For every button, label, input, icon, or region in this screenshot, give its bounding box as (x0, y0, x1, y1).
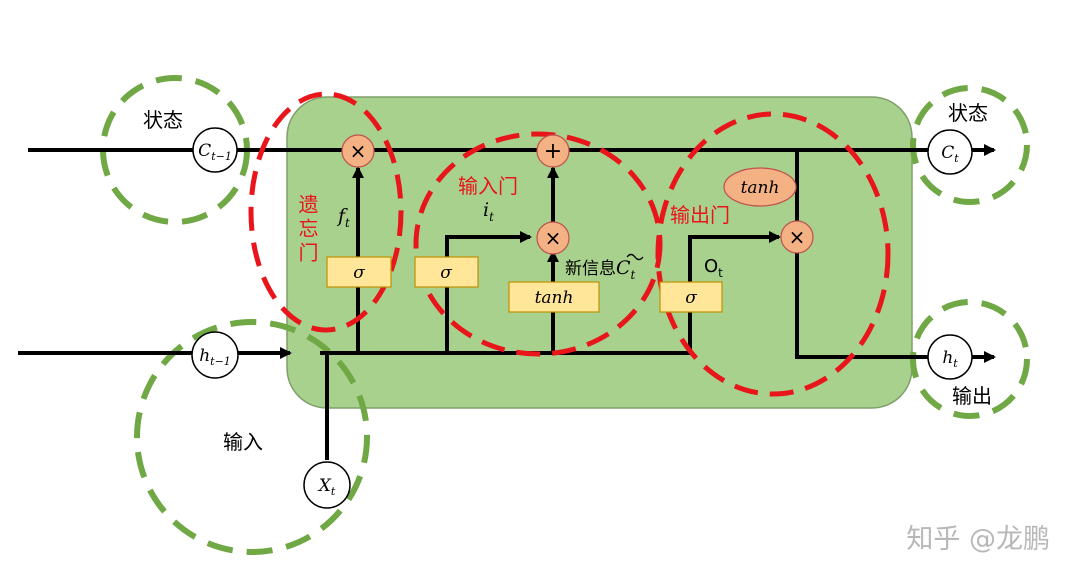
forget-gate-label: 遗忘门 (295, 194, 319, 266)
flow-lines (18, 144, 996, 460)
state-plus-symbol: + (544, 139, 562, 164)
watermark: 知乎 @龙鹏 (906, 524, 1050, 555)
forget-sigma-label: σ (353, 263, 365, 283)
output-label: 输出 (952, 384, 992, 408)
h-t-node (927, 334, 973, 380)
input-gate-label: 输入门 (458, 174, 518, 198)
c-prev-label: Ct−1 (198, 141, 232, 163)
h-prev-node (191, 331, 239, 379)
forget-gate-region (248, 91, 404, 333)
output-multiply-op (780, 220, 814, 254)
output-gate-label: 输出门 (670, 203, 730, 227)
x-t-node (303, 461, 351, 509)
output-tanh-label: tanh (741, 178, 780, 198)
state-out-circle (910, 85, 1030, 205)
state-right-label: 状态 (948, 101, 988, 125)
lstm-cell-box (286, 96, 913, 409)
forget-multiply-op (341, 134, 375, 168)
new-info-label: 新信息Ct (565, 257, 636, 282)
forget-multiply-symbol: × (350, 139, 367, 163)
input-multiply-symbol: × (545, 226, 562, 250)
input-multiply-op (536, 221, 570, 255)
gate-boxes (326, 256, 723, 313)
output-sigma-path (688, 231, 781, 353)
forget-sigma-box (326, 256, 392, 288)
input-sigma-label: σ (440, 263, 452, 283)
o-t-label: Ot (704, 256, 723, 280)
output-sigma-box (659, 281, 723, 313)
input-label: 输入 (223, 430, 263, 454)
x-t-label: Xt (317, 476, 336, 498)
c-t-label: Ct (941, 143, 959, 165)
output-gate-region (655, 111, 891, 397)
output-sigma-label: σ (685, 288, 697, 308)
input-tanh-label: tanh (535, 288, 574, 308)
variable-circles (191, 127, 973, 509)
c-prev-node (192, 127, 238, 173)
new-info-tilde (626, 253, 644, 261)
c-t-node (927, 129, 973, 175)
input-sigma-box (414, 256, 479, 288)
input-circle (134, 319, 370, 555)
h-t-label: ht (942, 348, 958, 370)
state-left-label: 状态 (143, 108, 183, 132)
input-sigma-path (445, 231, 532, 353)
red-dashed-gate-regions (248, 91, 891, 397)
f-t-label: ft (336, 205, 350, 230)
i-t-label: it (483, 199, 494, 224)
pointwise-ops (341, 134, 814, 255)
input-tanh-box (508, 281, 600, 313)
output-multiply-symbol: × (789, 225, 806, 249)
h-prev-label: ht−1 (199, 346, 231, 368)
state-plus-op (536, 134, 570, 168)
output-tanh-op (723, 167, 797, 207)
